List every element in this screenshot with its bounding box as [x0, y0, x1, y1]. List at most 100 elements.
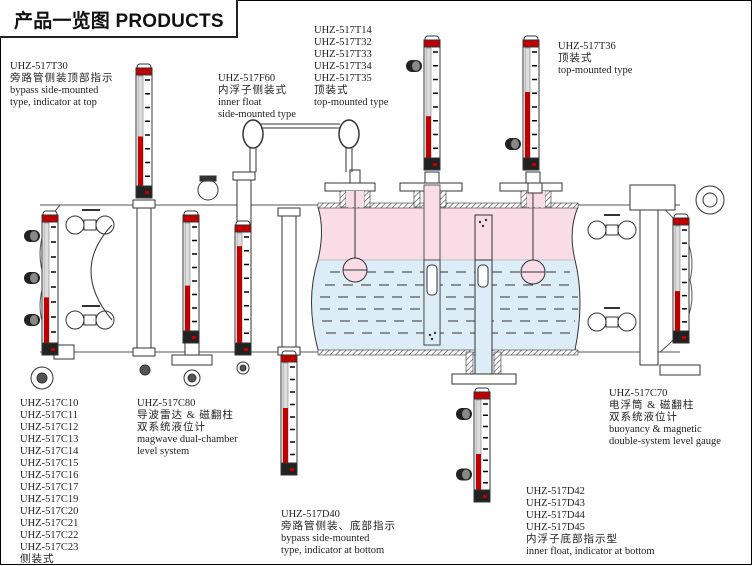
- model-code: UHZ-517T14: [314, 25, 372, 36]
- flap-level-fill: [237, 246, 242, 343]
- limit-switch-lens: [511, 139, 519, 149]
- gauge-top-band: [135, 67, 153, 76]
- label-cn: 内浮子底部指示型: [526, 534, 618, 545]
- label-t14-t35: UHZ-517T14 UHZ-517T32 UHZ-517T33 UHZ-517…: [314, 25, 388, 109]
- gauge-t36: [505, 35, 540, 171]
- gauge-base: [182, 330, 200, 344]
- left-valves: [65, 209, 115, 330]
- label-en: magwave dual-chamber: [137, 434, 238, 445]
- model-code: UHZ-517T34: [314, 61, 372, 72]
- model-code: UHZ-517T30: [10, 61, 68, 72]
- gauge-t14: [406, 35, 441, 171]
- label-c10-c23: UHZ-517C10 UHZ-517C11 UHZ-517C12 UHZ-517…: [20, 398, 78, 566]
- gauge-base-mark: [483, 495, 487, 498]
- label-t36: UHZ-517T36 顶装式 top-mounted type: [558, 41, 632, 77]
- gauge-base-mark: [532, 163, 536, 166]
- gauge-base: [473, 489, 491, 503]
- limit-switch-lens: [30, 315, 38, 325]
- gauge-c70: [672, 213, 690, 344]
- gauge-top-band: [522, 39, 540, 48]
- gauge-f60: [234, 220, 252, 356]
- limit-switch-lens: [412, 61, 420, 71]
- gauge-base: [234, 342, 252, 356]
- gauge-base: [522, 157, 540, 171]
- label-cn: 顶装式: [314, 85, 349, 96]
- top-nozzle-left: [324, 169, 376, 283]
- label-cn: 旁路管侧装、底部指示: [281, 521, 396, 532]
- label-en: top-mounted type: [558, 65, 633, 76]
- gauge-top-band: [234, 224, 252, 233]
- model-code: UHZ-517T32: [314, 37, 372, 48]
- flap-level-fill: [426, 116, 431, 158]
- label-c80: UHZ-517C80 导波雷达 & 磁翻柱 双系统液位计 magwave dua…: [137, 398, 238, 458]
- gauge-base: [672, 330, 690, 344]
- gauge-base-mark: [244, 348, 248, 351]
- liquid-level-dashes: [320, 271, 578, 334]
- limit-switch-lens: [30, 231, 38, 241]
- gauge-d42: [456, 387, 491, 503]
- gauge-top-band: [423, 39, 441, 48]
- gauge-base-mark: [51, 348, 55, 351]
- model-code: UHZ-517D45: [526, 522, 585, 533]
- flap-level-fill: [138, 136, 143, 186]
- f60-loop-pipe: [242, 119, 360, 172]
- label-en: level system: [137, 446, 190, 457]
- label-d42-d45: UHZ-517D42 UHZ-517D43 UHZ-517D44 UHZ-517…: [526, 486, 655, 558]
- magnetic-gauges: [24, 35, 690, 503]
- top-nozzle-center: [399, 171, 463, 346]
- gauge-base-mark: [433, 163, 437, 166]
- gauge-top-band: [672, 217, 690, 226]
- model-code: UHZ-517D42: [526, 486, 585, 497]
- flap-level-fill: [185, 285, 190, 331]
- label-cn: 双系统液位计: [137, 422, 206, 433]
- limit-switch-lens: [462, 409, 470, 419]
- vessel-cutaway: [311, 202, 581, 356]
- gauge-base-mark: [145, 191, 149, 194]
- model-code: UHZ-517C23: [20, 542, 79, 553]
- gauge-c10: [24, 210, 59, 356]
- label-en: type, indicator at top: [10, 97, 97, 108]
- label-en: inner float, indicator at bottom: [526, 546, 655, 557]
- model-code: UHZ-517D44: [526, 510, 585, 521]
- label-en: double-system level gauge: [609, 436, 721, 447]
- label-en: side-mounted type: [218, 109, 296, 120]
- right-valves: [587, 214, 637, 332]
- gauge-top-band: [182, 214, 200, 223]
- label-en: top-mounted type: [314, 97, 389, 108]
- flap-level-fill: [283, 408, 288, 463]
- gauge-top-band: [41, 214, 59, 223]
- model-code: UHZ-517C20: [20, 506, 79, 517]
- label-cn: 内浮子侧装式: [218, 85, 287, 96]
- label-t30: UHZ-517T30 旁路管侧装顶部指示 bypass side-mounted…: [10, 61, 114, 109]
- label-c70: UHZ-517C70 电浮筒 & 磁翻柱 双系统液位计 buoyancy & m…: [609, 388, 721, 448]
- gauge-base-mark: [682, 336, 686, 339]
- label-en: buoyancy & magnetic: [609, 424, 702, 435]
- model-code: UHZ-517C12: [20, 422, 79, 433]
- gauge-top-band: [280, 354, 298, 363]
- gauge-base: [135, 185, 153, 199]
- flap-level-fill: [525, 92, 530, 158]
- model-code: UHZ-517C14: [20, 446, 79, 457]
- label-en: bypass side-mounted: [10, 85, 99, 96]
- model-code: UHZ-517C19: [20, 494, 79, 505]
- model-code: UHZ-517C80: [137, 398, 196, 409]
- label-cn: 旁路管侧装顶部指示: [10, 73, 114, 84]
- flap-level-fill: [675, 291, 680, 331]
- gauge-d40: [280, 350, 298, 476]
- gauge-base: [41, 342, 59, 356]
- gauge-base: [423, 157, 441, 171]
- label-cn: 侧装式: [20, 554, 55, 565]
- label-cn: 导波雷达 & 磁翻柱: [137, 410, 234, 421]
- label-en: inner float: [218, 97, 262, 108]
- model-code: UHZ-517T35: [314, 73, 372, 84]
- model-code: UHZ-517D43: [526, 498, 585, 509]
- model-code: UHZ-517C13: [20, 434, 79, 445]
- model-code: UHZ-517C22: [20, 530, 79, 541]
- model-code: UHZ-517C21: [20, 518, 79, 529]
- model-code: UHZ-517F60: [218, 73, 276, 84]
- model-code: UHZ-517C15: [20, 458, 79, 469]
- limit-switch-lens: [30, 273, 38, 283]
- gauge-top-band: [473, 391, 491, 400]
- model-code: UHZ-517C70: [609, 388, 668, 399]
